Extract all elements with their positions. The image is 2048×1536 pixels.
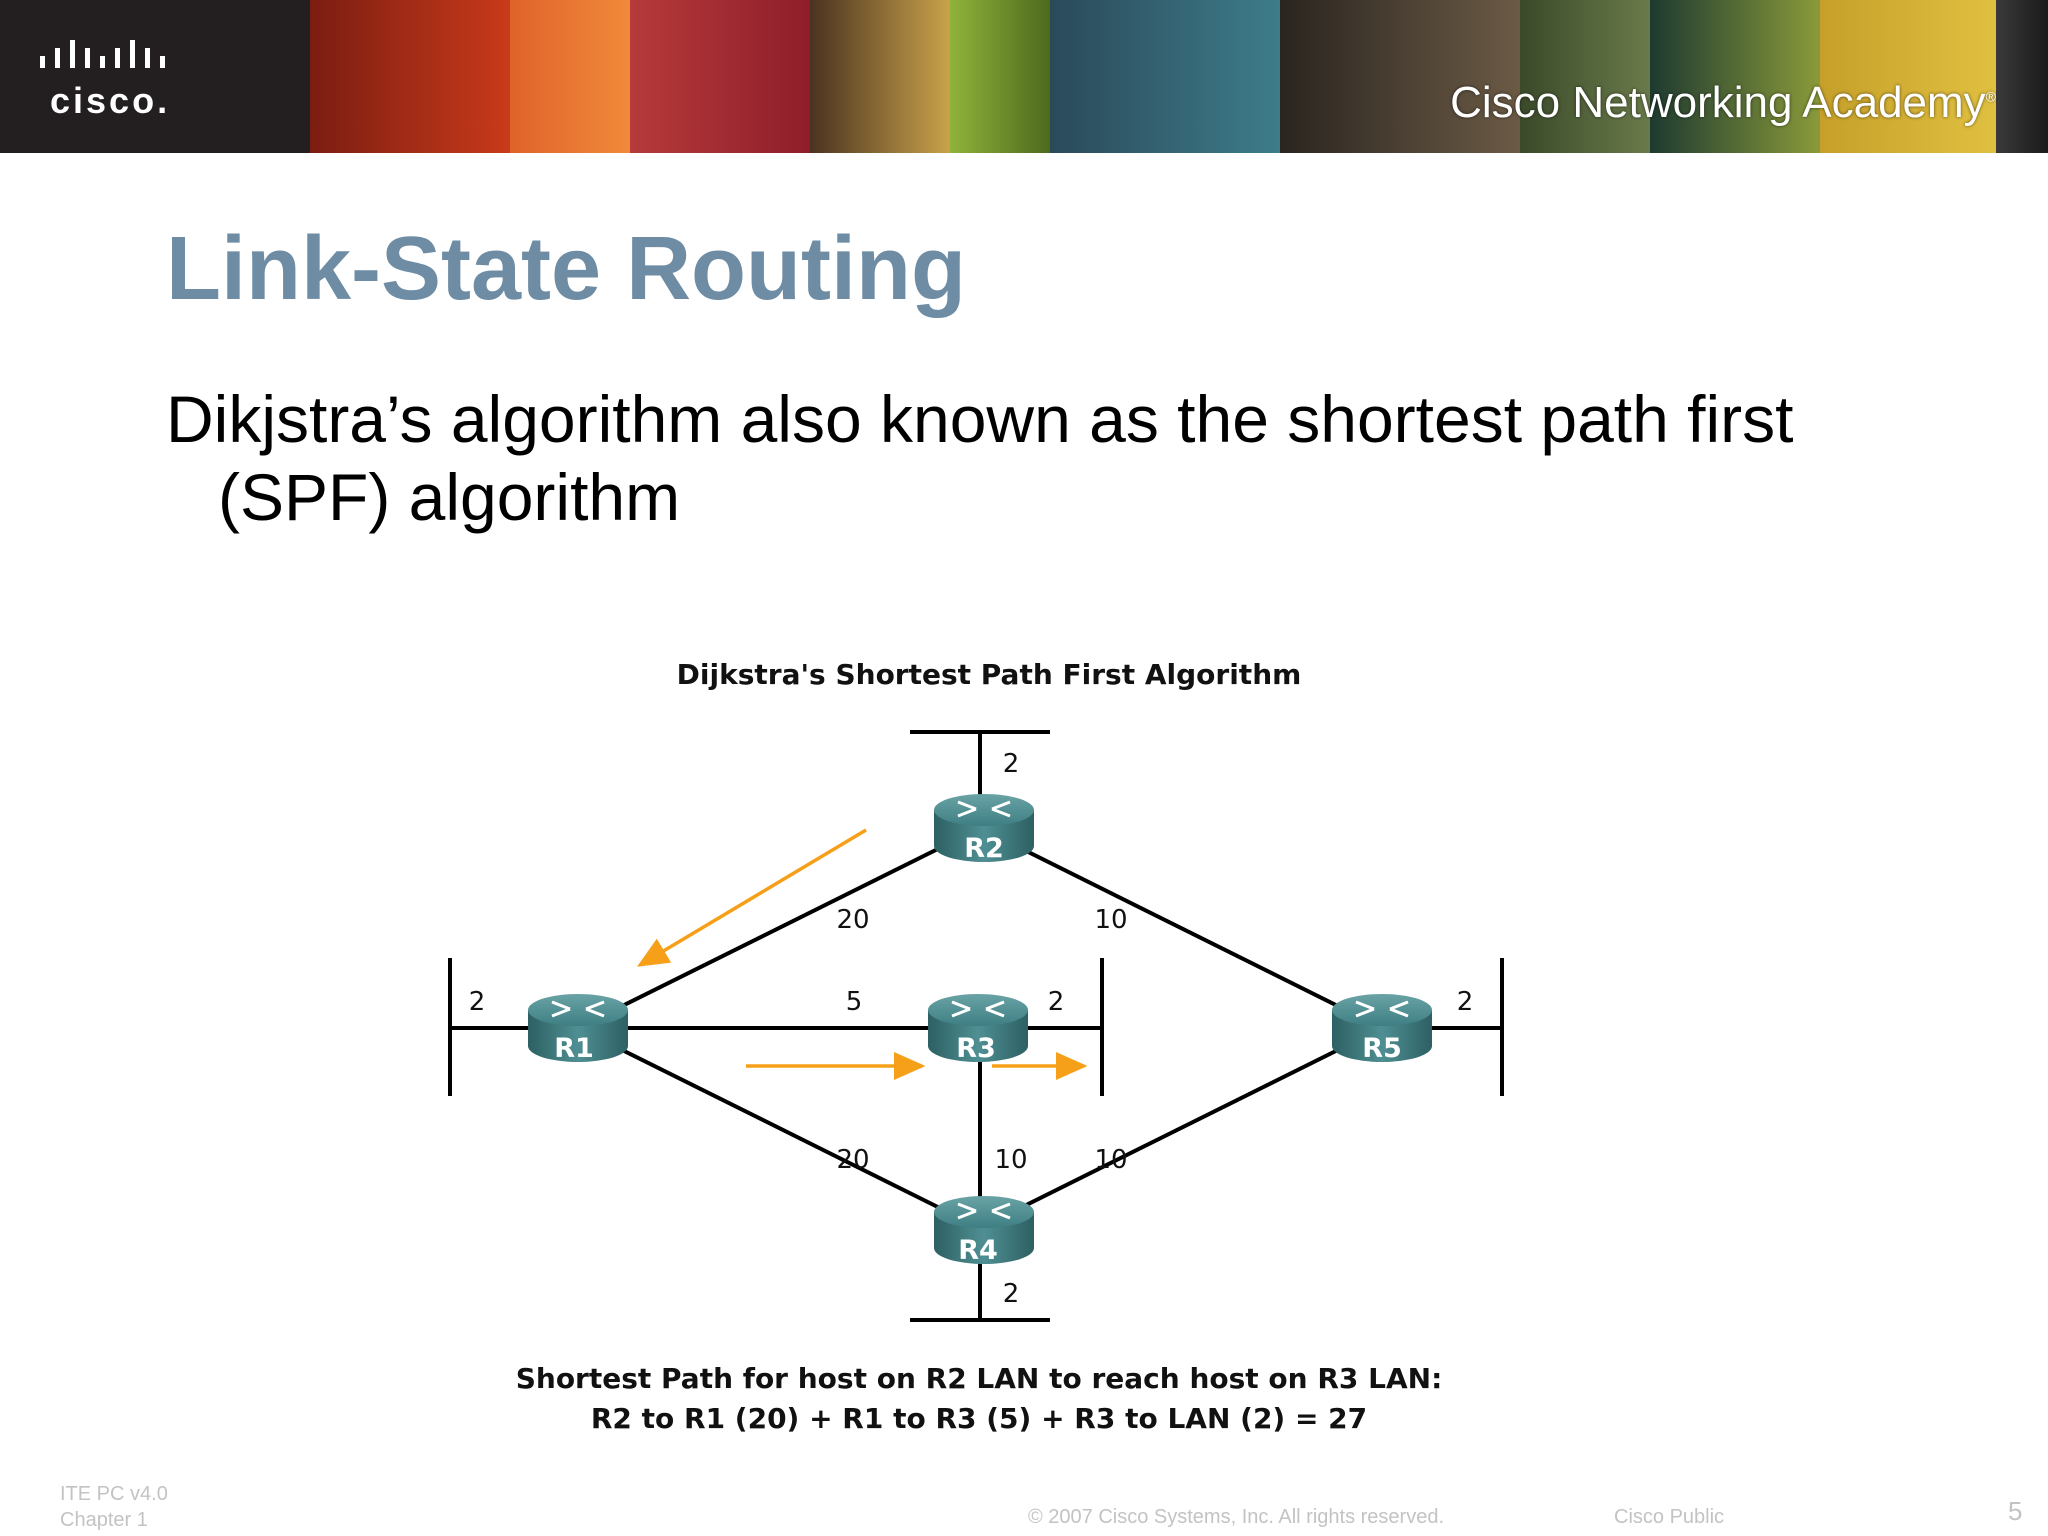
router-label: R2 — [964, 833, 1004, 864]
router-r4: R4 — [934, 1196, 1034, 1266]
footer-chapter: Chapter 1 — [60, 1509, 148, 1531]
bullet-line-1: Dikjstra’s algorithm also known as the s… — [166, 382, 1794, 456]
header-banner: cisco. Cisco Networking Academy® — [0, 0, 2048, 153]
cisco-bars-icon — [40, 40, 165, 68]
cisco-wordmark: cisco. — [50, 80, 170, 122]
cost-label: 2 — [469, 987, 486, 1017]
academy-title-text: Cisco Networking Academy — [1450, 78, 1986, 127]
cost-label: 10 — [1094, 905, 1127, 935]
cisco-logo: cisco. — [0, 0, 310, 153]
router-label: R4 — [958, 1235, 998, 1266]
router-r3: R3 — [928, 994, 1028, 1064]
cost-label: 2 — [1003, 749, 1020, 779]
cost-label: 20 — [836, 1145, 869, 1175]
router-icon — [934, 794, 1034, 826]
cisco-wordmark-text: cisco — [50, 80, 158, 121]
diagram-title: Dijkstra's Shortest Path First Algorithm — [677, 658, 1302, 691]
banner-photo-strip — [1280, 0, 1520, 153]
router-icon — [1332, 994, 1432, 1026]
page-number: 5 — [2008, 1496, 2023, 1526]
arrow-r2-to-r1 — [636, 828, 867, 967]
banner-photo-strip — [310, 0, 510, 153]
router-r5: R5 — [1332, 994, 1432, 1064]
link-r1-r2 — [577, 826, 981, 1030]
router-label: R5 — [1362, 1033, 1402, 1064]
footer-course: ITE PC v4.0 — [60, 1483, 168, 1505]
router-icon — [928, 994, 1028, 1026]
bullet-line-2: (SPF) algorithm — [218, 460, 681, 534]
router-label: R1 — [554, 1033, 594, 1064]
banner-photo-strip — [630, 0, 810, 153]
banner-photo-strip — [1650, 0, 1820, 153]
banner-photo-strip — [510, 0, 630, 153]
banner-photo-strip — [1520, 0, 1650, 153]
router-r1: R1 — [528, 994, 628, 1064]
cost-label: 10 — [994, 1145, 1027, 1175]
link-r4-r5 — [979, 1026, 1383, 1230]
cost-label: 2 — [1048, 987, 1065, 1017]
cost-label: 2 — [1457, 987, 1474, 1017]
cost-label: 5 — [846, 987, 863, 1017]
footer-classification: Cisco Public — [1614, 1506, 1725, 1528]
footer-course-info: ITE PC v4.0 Chapter 1 — [60, 1481, 168, 1533]
cisco-wordmark-dot: . — [157, 80, 171, 121]
path-arrows — [636, 828, 1088, 1080]
diagram-caption-line-2: R2 to R1 (20) + R1 to R3 (5) + R3 to LAN… — [591, 1402, 1367, 1435]
router-r2: R2 — [934, 794, 1034, 864]
router-icon — [934, 1196, 1034, 1228]
banner-photo-strip — [1996, 0, 2048, 153]
banner-photo-strip — [1050, 0, 1280, 153]
links — [448, 730, 1504, 1322]
academy-title: Cisco Networking Academy® — [1450, 78, 1996, 128]
cost-label: 20 — [836, 905, 869, 935]
footer-copyright: © 2007 Cisco Systems, Inc. All rights re… — [1028, 1506, 1445, 1528]
cost-label: 2 — [1003, 1279, 1020, 1309]
banner-photo-strip — [810, 0, 950, 153]
link-r1-r4 — [577, 1026, 981, 1230]
slide-title: Link-State Routing — [166, 219, 966, 319]
diagram-caption-line-1: Shortest Path for host on R2 LAN to reac… — [516, 1362, 1443, 1395]
registered-mark: ® — [1985, 88, 1996, 105]
bullet-text: Dikjstra’s algorithm also known as the s… — [166, 380, 1926, 536]
router-icon — [528, 994, 628, 1026]
router-label: R3 — [956, 1033, 996, 1064]
cost-labels: 2 20 10 2 5 2 2 20 10 10 2 — [469, 749, 1474, 1309]
banner-photo-strip — [950, 0, 1050, 153]
banner-photo-strip — [1820, 0, 1996, 153]
link-r2-r5 — [979, 826, 1383, 1030]
cost-label: 10 — [1094, 1145, 1127, 1175]
